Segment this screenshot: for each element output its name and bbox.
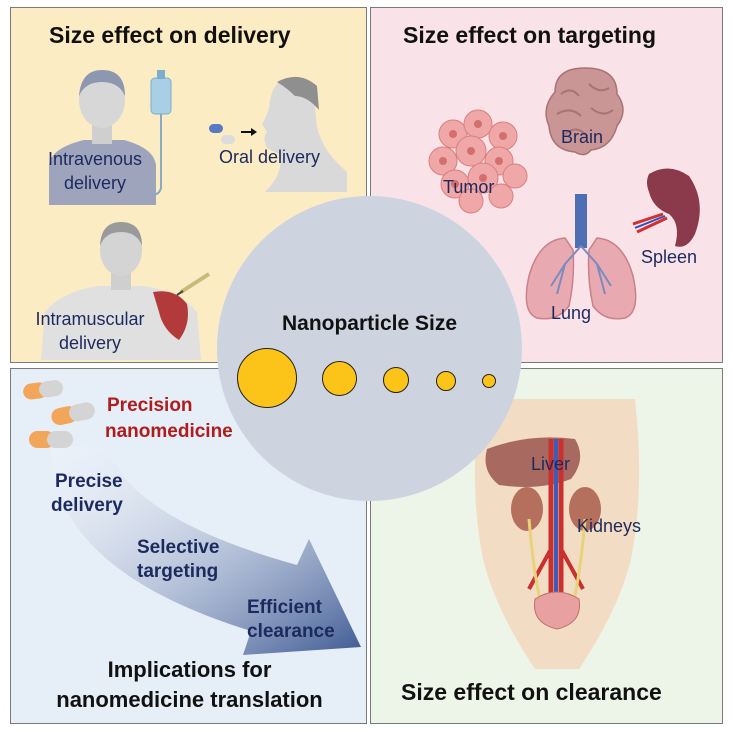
im-label-line1: Intramuscular: [35, 309, 145, 329]
particle-s: [436, 371, 456, 391]
step1-line2: delivery: [51, 495, 123, 516]
im-label-line2: delivery: [58, 333, 122, 353]
im-patient-illustration: [41, 222, 211, 360]
spleen-label: Spleen: [641, 247, 698, 267]
iv-label-line1: Intravenous: [47, 149, 143, 169]
iv-label-line2: delivery: [63, 173, 127, 193]
oral-label: Oral delivery: [219, 147, 321, 167]
oral-patient-illustration: [209, 76, 347, 192]
kidneys-label: Kidneys: [577, 516, 642, 536]
precision-label-line1: Precision: [107, 395, 193, 416]
iv-patient-illustration: [49, 70, 172, 205]
liver-label: Liver: [531, 454, 571, 474]
capsule-icons: [23, 380, 95, 448]
step2-line1: Selective: [137, 537, 220, 558]
spleen-illustration: [632, 168, 700, 247]
delivery-title: Size effect on delivery: [49, 22, 291, 48]
implications-title-line1: Implications for: [107, 657, 272, 682]
lung-label: Lung: [551, 303, 592, 323]
implications-title-line2: nanomedicine translation: [56, 687, 323, 712]
step3-line2: clearance: [247, 621, 335, 642]
step1-line1: Precise: [55, 471, 123, 492]
implications-title: Implications for nanomedicine translatio…: [11, 655, 366, 715]
step2-line2: targeting: [137, 561, 219, 582]
particle-l: [322, 361, 357, 396]
panel-implications: Precision nanomedicine Precise delivery …: [10, 368, 367, 724]
precision-label-line2: nanomedicine: [105, 421, 233, 442]
brain-label: Brain: [561, 127, 604, 147]
step3-line1: Efficient: [247, 597, 322, 618]
particle-xs: [482, 374, 496, 388]
translation-arrow: [51, 447, 361, 655]
tumor-illustration: [428, 109, 528, 214]
tumor-label: Tumor: [443, 177, 495, 197]
lung-illustration: [525, 194, 637, 320]
targeting-title: Size effect on targeting: [403, 22, 657, 48]
particle-xl: [237, 348, 297, 408]
center-title: Nanoparticle Size: [281, 312, 458, 335]
clearance-title: Size effect on clearance: [401, 679, 662, 705]
center-circle: Nanoparticle Size: [217, 196, 522, 501]
particle-m: [383, 367, 409, 393]
panel-delivery: Size effect on delivery Intravenous deli…: [10, 7, 367, 363]
brain-illustration: [545, 67, 624, 156]
clearance-body-illustration: [474, 399, 640, 669]
